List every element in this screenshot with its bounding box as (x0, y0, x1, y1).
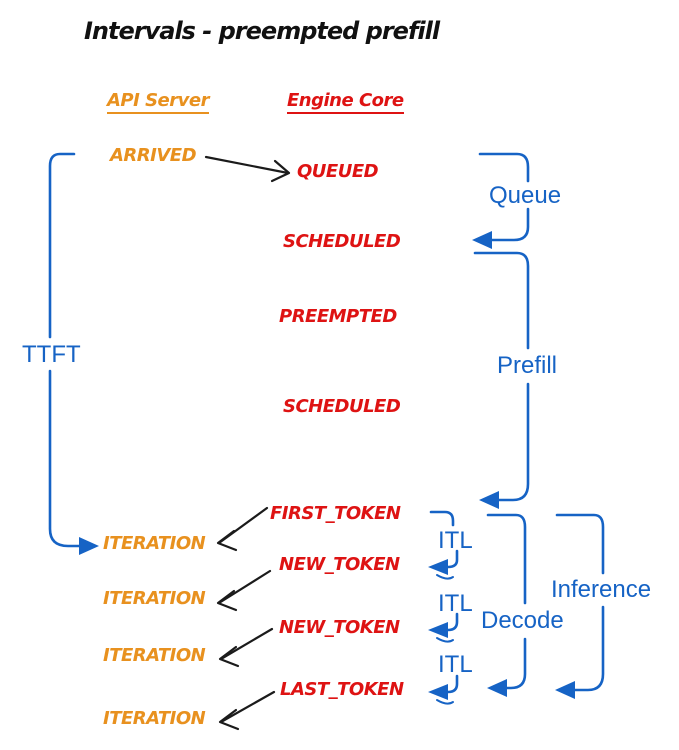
interval-itl-label-2: ITL (438, 590, 473, 617)
prefill-arrowhead-icon (479, 491, 499, 509)
arrived-to-queued-arrow (204, 155, 291, 183)
event-last-token: LAST_TOKEN (280, 679, 404, 700)
interval-itl-label-1: ITL (438, 527, 473, 554)
event-new-token-1: NEW_TOKEN (279, 554, 400, 575)
interval-inference-label: Inference (551, 576, 652, 603)
interval-prefill-label: Prefill (497, 352, 558, 379)
decode-arrowhead-icon (487, 679, 507, 697)
interval-itl-label-3: ITL (438, 651, 473, 678)
diagram-title: Intervals - preempted prefill (84, 17, 440, 45)
decode-bracket (486, 513, 527, 697)
itl-start-corner (429, 510, 455, 527)
event-queued: QUEUED (297, 161, 379, 182)
inference-arrowhead-icon (555, 681, 575, 699)
ttft-bracket (48, 152, 99, 555)
event-iteration-1: ITERATION (103, 533, 206, 554)
ttft-arrowhead-icon (79, 537, 99, 555)
itl-arrow-2 (428, 612, 459, 643)
itl-arrowhead-3-icon (428, 684, 448, 700)
event-preempted: PREEMPTED (279, 306, 397, 327)
event-arrived: ARRIVED (110, 145, 197, 166)
interval-decode-label: Decode (481, 607, 564, 634)
event-iteration-2: ITERATION (103, 588, 206, 609)
event-scheduled-2: SCHEDULED (283, 396, 401, 417)
itl-arrowhead-2-icon (428, 622, 448, 638)
event-scheduled-1: SCHEDULED (283, 231, 401, 252)
event-iteration-4: ITERATION (103, 708, 206, 729)
first-token-to-iteration-arrow (216, 506, 269, 552)
api-server-header: API Server (107, 91, 209, 114)
interval-ttft-label: TTFT (22, 341, 81, 368)
inference-bracket (555, 513, 605, 699)
event-new-token-2: NEW_TOKEN (279, 617, 400, 638)
new-token-1-to-iteration-arrow (216, 569, 272, 612)
event-iteration-3: ITERATION (103, 645, 206, 666)
itl-arrowhead-1-icon (428, 559, 448, 575)
event-first-token: FIRST_TOKEN (270, 503, 401, 524)
prefill-bracket (473, 251, 530, 509)
queue-arrowhead-icon (472, 231, 492, 249)
itl-arrow-1 (428, 549, 459, 580)
engine-core-header: Engine Core (287, 91, 404, 114)
new-token-2-to-iteration-arrow (218, 627, 274, 668)
interval-queue-label: Queue (489, 182, 562, 209)
last-token-to-iteration-arrow (218, 690, 276, 731)
itl-arrow-3 (428, 674, 459, 705)
queue-bracket (472, 152, 530, 249)
